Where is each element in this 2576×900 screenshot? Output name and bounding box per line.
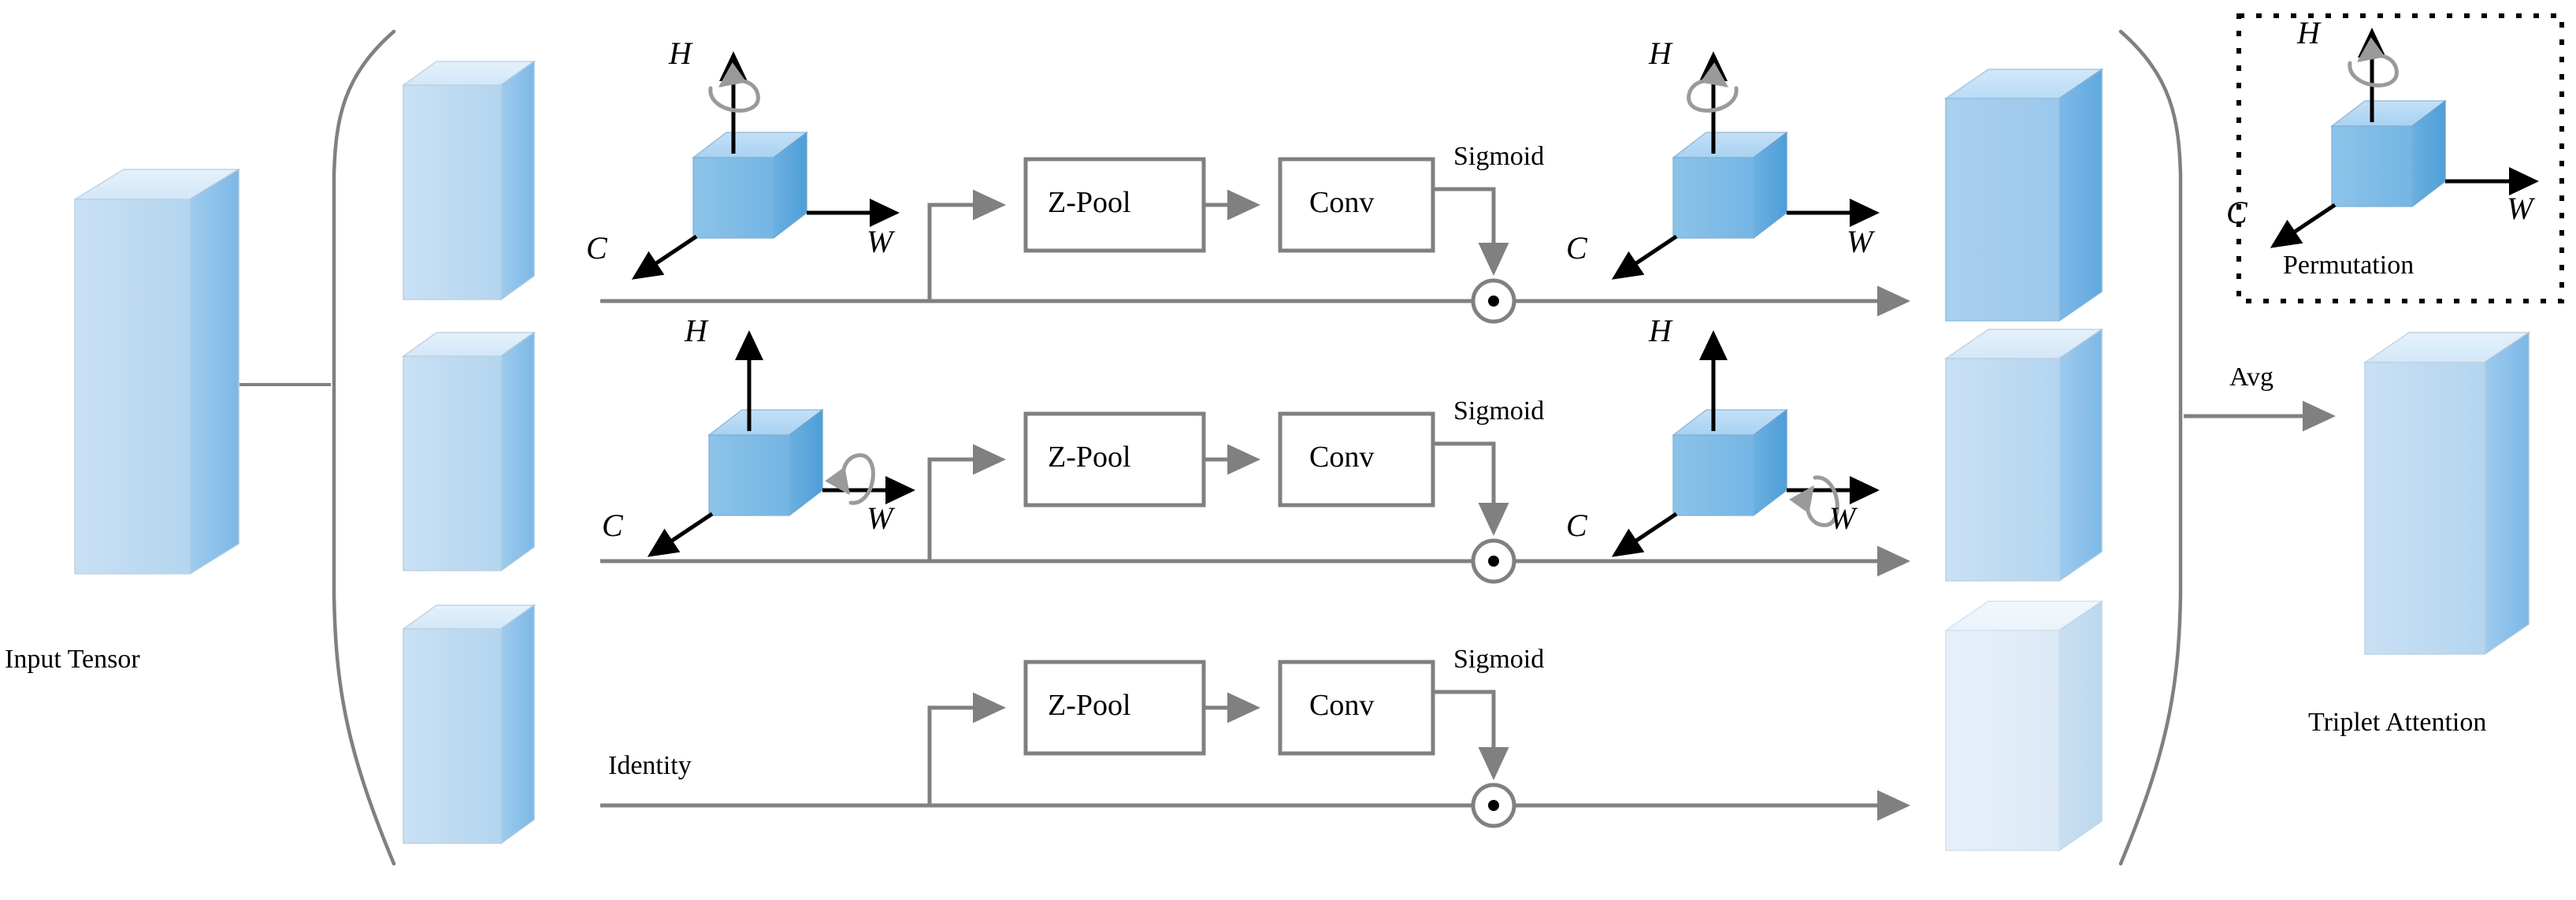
branch-1-input-tensor xyxy=(401,60,536,301)
branch-2-axis-cube-left xyxy=(707,408,824,517)
branch-1-axis-c-line-right xyxy=(1611,234,1678,280)
branch-1-conv-box xyxy=(1278,157,1435,253)
input-tensor-cuboid xyxy=(72,168,241,575)
branch-1-rotation-curl xyxy=(708,62,760,113)
branch-1-output-tensor xyxy=(1943,68,2104,322)
branch-2-rotation-curl xyxy=(825,453,875,505)
branch-2-axis-h-label-right: H xyxy=(1649,313,1672,348)
branch-1-axis-c-label-right: C xyxy=(1566,230,1587,266)
branch-2-axis-h-label: H xyxy=(685,313,707,348)
branch-2-axis-w-label-right: W xyxy=(1829,500,1856,536)
input-tensor-label: Input Tensor xyxy=(5,645,140,674)
permutation-axis-w-label: W xyxy=(2507,191,2533,226)
branch-3-conv-box xyxy=(1278,660,1435,756)
branch-2-conv-box xyxy=(1278,411,1435,508)
branch-2-axis-cube-right xyxy=(1672,408,1788,517)
branch-3-multiply-node xyxy=(1471,783,1516,828)
branch-1-sigmoid-line xyxy=(1433,187,1509,276)
branch-2-axis-c-label-right: C xyxy=(1566,508,1587,543)
branch-1-axis-c-label: C xyxy=(586,230,607,266)
permutation-legend-title: Permutation xyxy=(2283,251,2415,280)
permutation-axis-c-line xyxy=(2270,203,2337,248)
branch-1-conv-label: Conv xyxy=(1309,186,1375,219)
permutation-axis-h-label: H xyxy=(2297,15,2320,50)
permutation-legend-cube xyxy=(2330,99,2447,208)
branch-1-axis-w-label-right: W xyxy=(1847,224,1873,259)
branch-1-axis-cube-right xyxy=(1672,131,1788,240)
branch-2-sigmoid-line xyxy=(1433,441,1509,536)
permutation-rotation-curl xyxy=(2348,37,2399,87)
branch-2-tap-line xyxy=(927,444,1006,561)
left-brace xyxy=(332,29,396,866)
branch-1-axis-w-label: W xyxy=(867,224,893,259)
branch-1-sigmoid-label: Sigmoid xyxy=(1453,142,1545,171)
permutation-axis-c-label: C xyxy=(2226,195,2248,230)
branch-1-axis-h-label: H xyxy=(669,35,692,71)
branch-2-multiply-node xyxy=(1471,538,1516,584)
branch-2-axis-c-line-right xyxy=(1611,511,1678,557)
branch-2-conv-label: Conv xyxy=(1309,441,1375,474)
branch-3-zpool-label: Z-Pool xyxy=(1048,689,1131,722)
branch-2-axis-c-label: C xyxy=(602,508,623,543)
branch-3-output-tensor xyxy=(1943,600,2104,852)
branch-1-zpool-label: Z-Pool xyxy=(1048,186,1131,219)
branch-1-axis-h-label-right: H xyxy=(1649,35,1672,71)
branch-1-axis-c-line xyxy=(631,234,698,280)
branch-2-zpool-label: Z-Pool xyxy=(1048,441,1131,474)
branch-2-output-tensor xyxy=(1943,328,2104,582)
branch-2-axis-c-line xyxy=(647,511,714,557)
branch-2-axis-w-label: W xyxy=(867,500,893,536)
branch-3-tap-line xyxy=(927,692,1006,805)
branch-2-zpool-box xyxy=(1023,411,1206,508)
branch-1-multiply-node xyxy=(1471,278,1516,324)
branch-1-tap-line xyxy=(927,189,1006,301)
branch-3-sigmoid-line xyxy=(1433,690,1509,780)
branch-1-axis-cube-left xyxy=(692,131,808,240)
branch-3-input-tensor xyxy=(401,604,536,845)
branch-2-sigmoid-label: Sigmoid xyxy=(1453,396,1545,426)
branch-1-rotation-curl-right xyxy=(1687,62,1739,113)
branch-2-rotation-curl-right xyxy=(1789,475,1839,527)
avg-label: Avg xyxy=(2229,363,2274,392)
right-brace xyxy=(2118,29,2183,866)
branch-3-identity-label: Identity xyxy=(608,751,692,780)
branch-3-sigmoid-label: Sigmoid xyxy=(1453,645,1545,674)
branch-2-input-tensor xyxy=(401,331,536,572)
branch-3-conv-label: Conv xyxy=(1309,689,1375,722)
triplet-attention-label: Triplet Attention xyxy=(2308,708,2487,737)
triplet-attention-output-tensor xyxy=(2363,331,2531,656)
